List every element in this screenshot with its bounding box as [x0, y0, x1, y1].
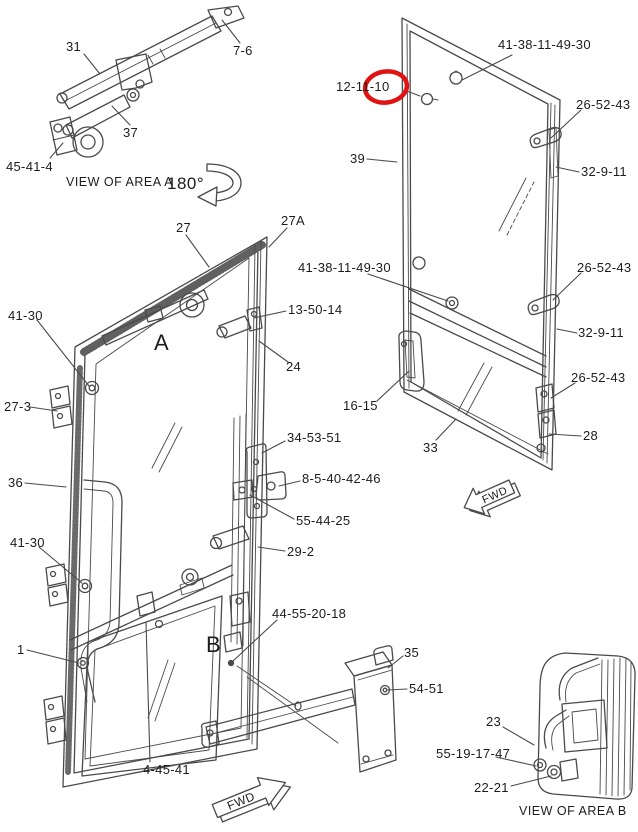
- view-of-area-b-caption: VIEW OF AREA B: [519, 804, 627, 818]
- zone-b-letter: B: [206, 632, 221, 657]
- rotation-arrow-icon: [197, 163, 242, 207]
- support-arm-drawing: [200, 645, 397, 773]
- view-of-area-a-caption: VIEW OF AREA A: [66, 175, 173, 189]
- leader-lines: [24, 19, 582, 787]
- fwd-arrow-right: FWD: [463, 479, 521, 518]
- left-door-drawing: [43, 236, 287, 788]
- area-b-detail-drawing: [533, 652, 636, 800]
- zone-a-letter: A: [154, 330, 169, 355]
- rotation-180-caption: 180°: [167, 174, 204, 193]
- wiper-assembly-drawing: [49, 5, 245, 158]
- highlight-ellipse: [362, 69, 410, 105]
- fwd-arrow-bottom: FWD: [211, 776, 292, 823]
- right-door-drawing: [398, 17, 562, 471]
